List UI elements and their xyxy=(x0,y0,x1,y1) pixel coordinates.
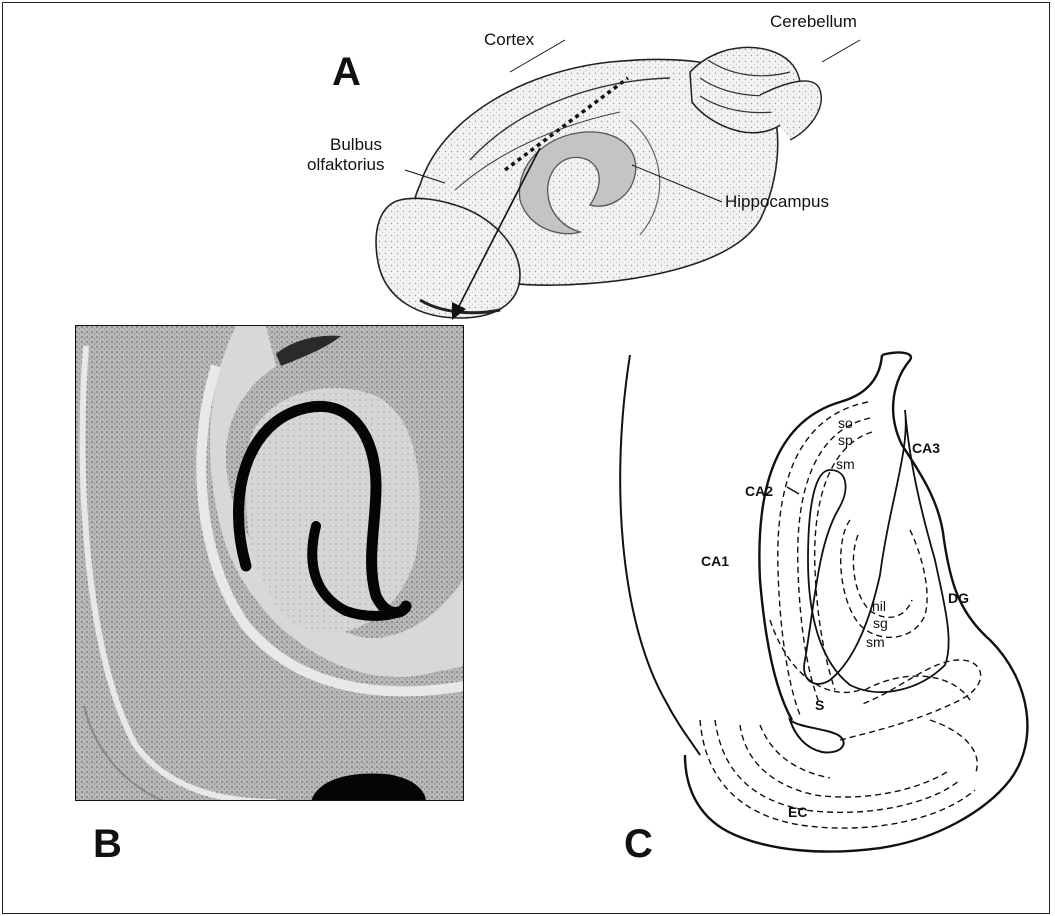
label-ca3: CA3 xyxy=(912,440,940,456)
label-ec: EC xyxy=(788,804,807,820)
label-bulbus: Bulbus xyxy=(330,135,382,155)
label-sg: sg xyxy=(873,615,888,631)
panel-a-letter: A xyxy=(332,50,361,95)
label-sm-bottom: sm xyxy=(866,634,885,650)
label-ca2: CA2 xyxy=(745,483,773,499)
label-cerebellum: Cerebellum xyxy=(770,12,857,32)
panel-c-letter: C xyxy=(624,822,653,867)
panel-b-letter: B xyxy=(93,822,122,867)
label-sp: sp xyxy=(838,432,853,448)
label-hippocampus: Hippocampus xyxy=(725,192,829,212)
label-so: so xyxy=(838,415,853,431)
label-ca1: CA1 xyxy=(701,553,729,569)
label-cortex: Cortex xyxy=(484,30,534,50)
histology-section xyxy=(76,326,464,801)
histology-photo xyxy=(75,325,464,801)
label-hil: hil xyxy=(872,598,886,614)
label-olfaktorius: olfaktorius xyxy=(307,155,384,175)
label-sm-top: sm xyxy=(836,456,855,472)
label-subiculum: S xyxy=(815,697,824,713)
label-dg: DG xyxy=(948,590,969,606)
